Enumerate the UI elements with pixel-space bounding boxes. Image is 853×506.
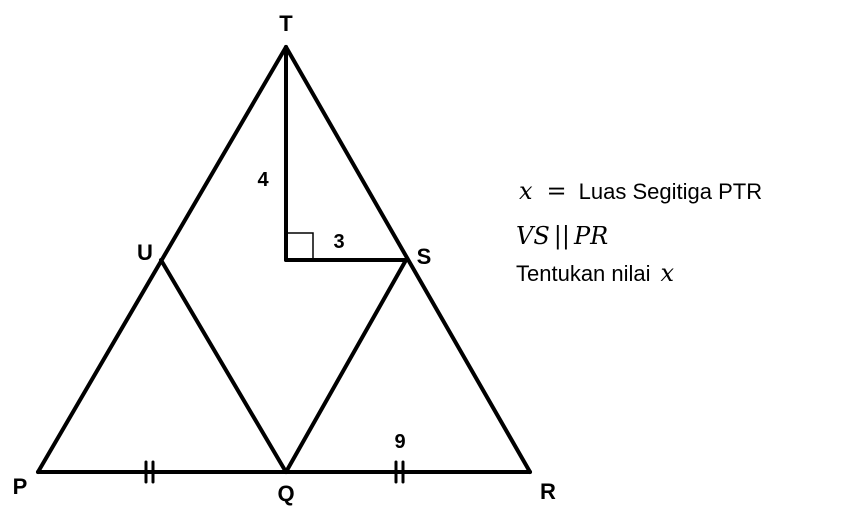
- segment-uq: [159, 258, 288, 474]
- right-angle-marker: [287, 232, 314, 259]
- vertex-label-t: T: [279, 11, 293, 36]
- note-parallel: ||: [554, 222, 570, 251]
- vertex-label-s: S: [417, 244, 432, 269]
- problem-statement: x = Luas Segitiga PTR VS || PR Tentukan …: [516, 177, 762, 287]
- tick-marks-pq: [144, 460, 155, 484]
- note-equals: =: [547, 177, 567, 205]
- note-line-3: Tentukan nilai x: [516, 259, 675, 287]
- measure-label-bottom: 9: [394, 431, 405, 453]
- segment-tr: [284, 45, 532, 474]
- note-line-1: x = Luas Segitiga PTR: [519, 177, 762, 205]
- note-line-2: VS || PR: [516, 222, 608, 251]
- note-instruction: Tentukan nilai: [516, 261, 651, 286]
- vertex-label-p: P: [13, 474, 28, 499]
- measure-label-height: 4: [257, 169, 269, 191]
- note-variable-x: x: [519, 177, 533, 205]
- vertex-label-r: R: [540, 479, 556, 504]
- note-pr: PR: [573, 222, 608, 250]
- vertex-label-q: Q: [277, 481, 294, 506]
- segment-sq: [284, 258, 408, 474]
- note-area-text: Luas Segitiga PTR: [579, 179, 762, 204]
- note-vs: VS: [516, 222, 550, 250]
- tick-marks-qr: [394, 460, 405, 484]
- measure-label-horizontal: 3: [333, 231, 344, 253]
- figure-lines: [36, 45, 532, 474]
- note-variable-x: x: [661, 259, 675, 287]
- vertex-label-u: U: [137, 240, 153, 265]
